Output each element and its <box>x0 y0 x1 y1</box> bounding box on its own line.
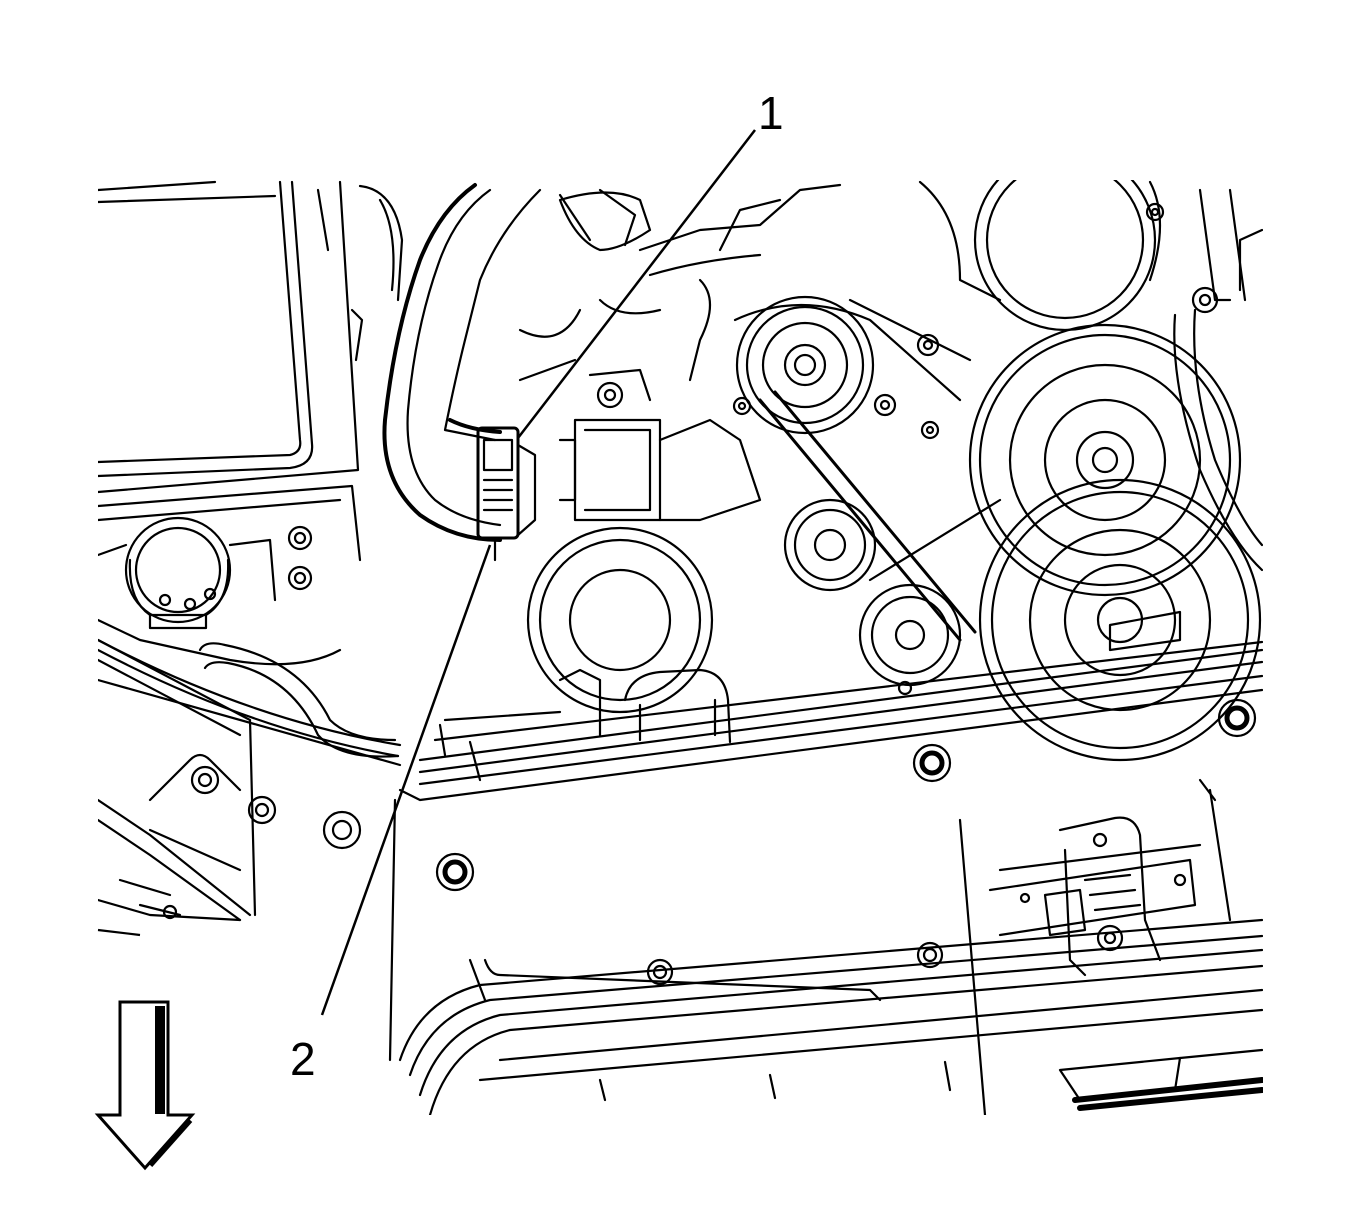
callout-2-label: 2 <box>290 1033 316 1085</box>
callout-leaders <box>320 129 756 1016</box>
arrow-down-icon <box>94 1000 196 1171</box>
grille-mesh <box>1058 1048 1263 1111</box>
callout-1-label: 1 <box>758 87 784 139</box>
upper-panel <box>98 638 402 767</box>
engine-front-cover <box>518 183 842 382</box>
water-pump-pulley <box>526 526 714 714</box>
idler-pulley-upper <box>735 295 875 435</box>
reservoir-hose <box>198 642 400 758</box>
crankshaft-pulley <box>968 323 1242 597</box>
hood-latch-assembly <box>988 816 1202 977</box>
radiator-support-upper <box>418 640 1263 786</box>
right-hose <box>1173 188 1263 572</box>
left-edge-detail <box>97 928 141 937</box>
ac-compressor-pulley <box>978 478 1262 762</box>
upper-radiator-hose <box>382 183 652 542</box>
left-bracket <box>98 638 257 922</box>
hood-latch-clip <box>558 610 1182 744</box>
harness-connector <box>476 426 537 562</box>
power-steering-pulley <box>918 180 1162 332</box>
callout-2-leader <box>320 544 492 1016</box>
drive-belt <box>733 298 1002 642</box>
left-bolts <box>190 525 362 850</box>
coolant-reservoir <box>98 516 342 666</box>
tensioner-pulley <box>783 498 962 687</box>
battery-box <box>98 180 404 562</box>
callout-1-leader <box>517 129 756 439</box>
front-panel <box>388 688 1263 1115</box>
thermostat-housing <box>558 368 762 522</box>
grille-frame <box>398 918 1263 1115</box>
